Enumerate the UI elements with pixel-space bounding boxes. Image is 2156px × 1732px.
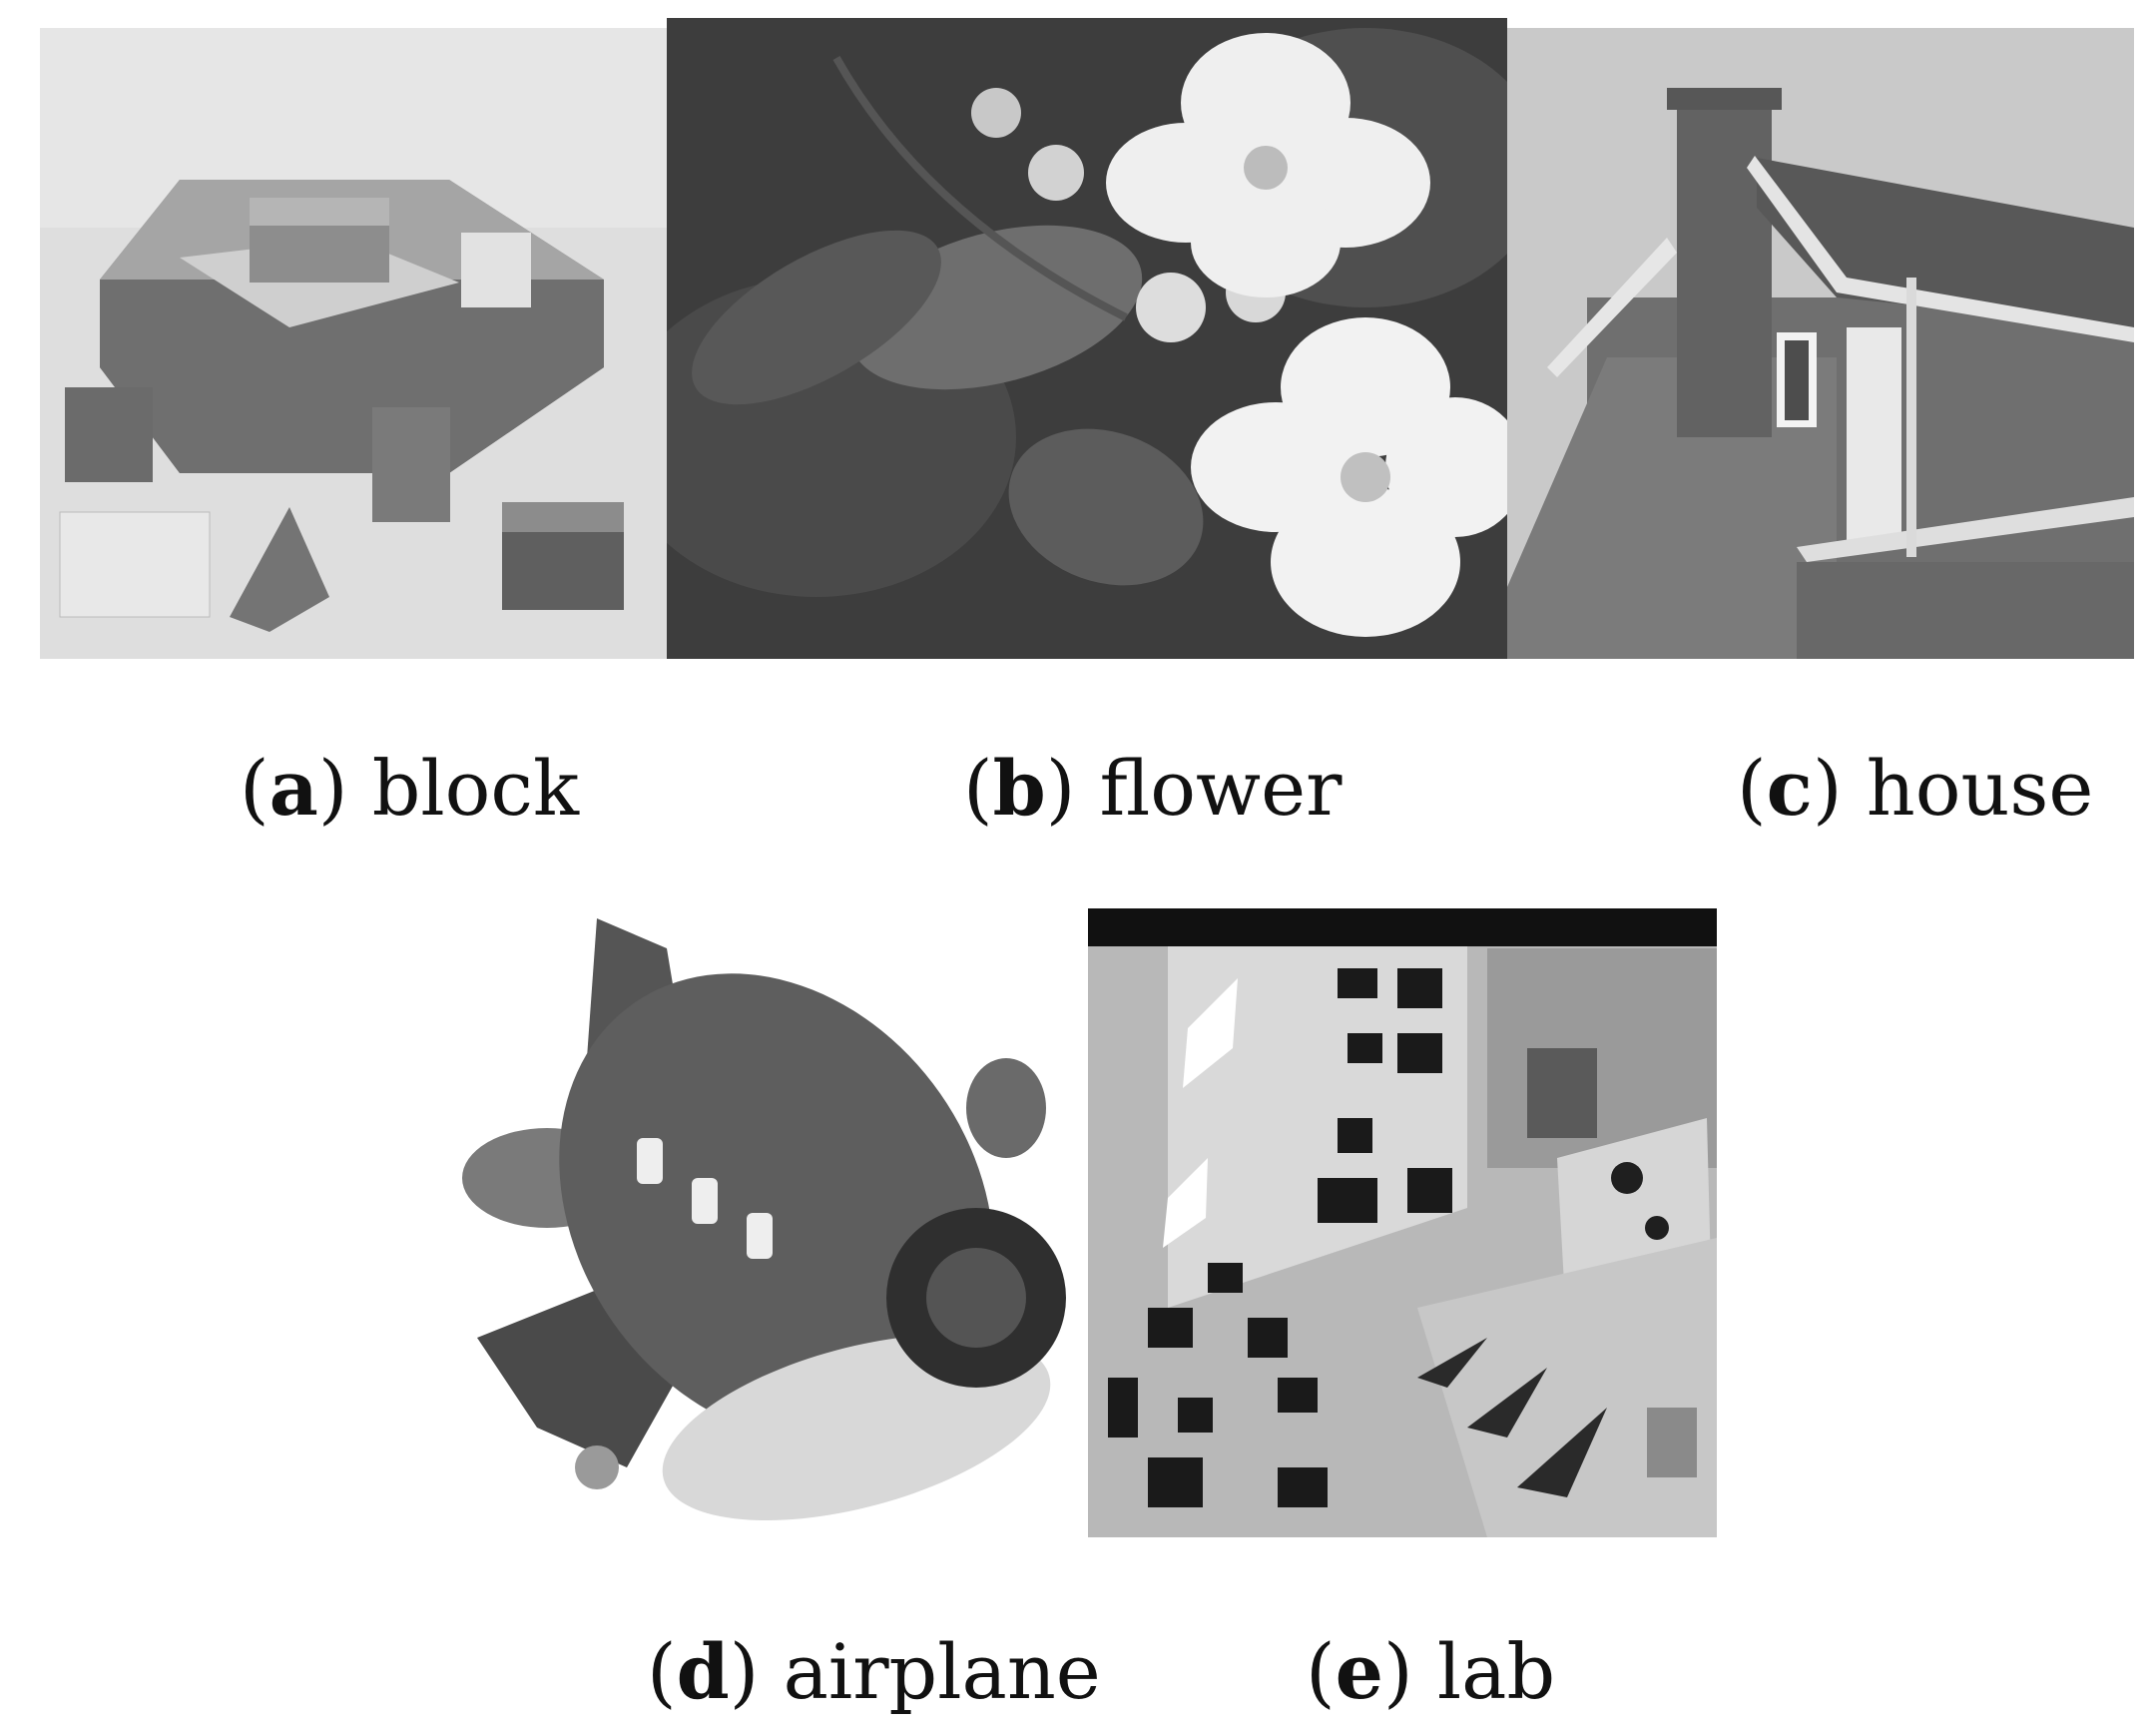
lab-image	[1088, 908, 1717, 1537]
airplane-image	[457, 908, 1076, 1537]
block-image	[40, 28, 667, 659]
caption-lab: (e) lab	[1306, 1627, 1556, 1716]
house-image	[1507, 28, 2134, 659]
caption-flower: (b) flower	[963, 744, 1343, 833]
caption-airplane: (d) airplane	[647, 1627, 1101, 1716]
caption-house: (c) house	[1737, 744, 2094, 833]
caption-block: (a) block	[240, 744, 580, 833]
flower-image	[667, 18, 1507, 659]
